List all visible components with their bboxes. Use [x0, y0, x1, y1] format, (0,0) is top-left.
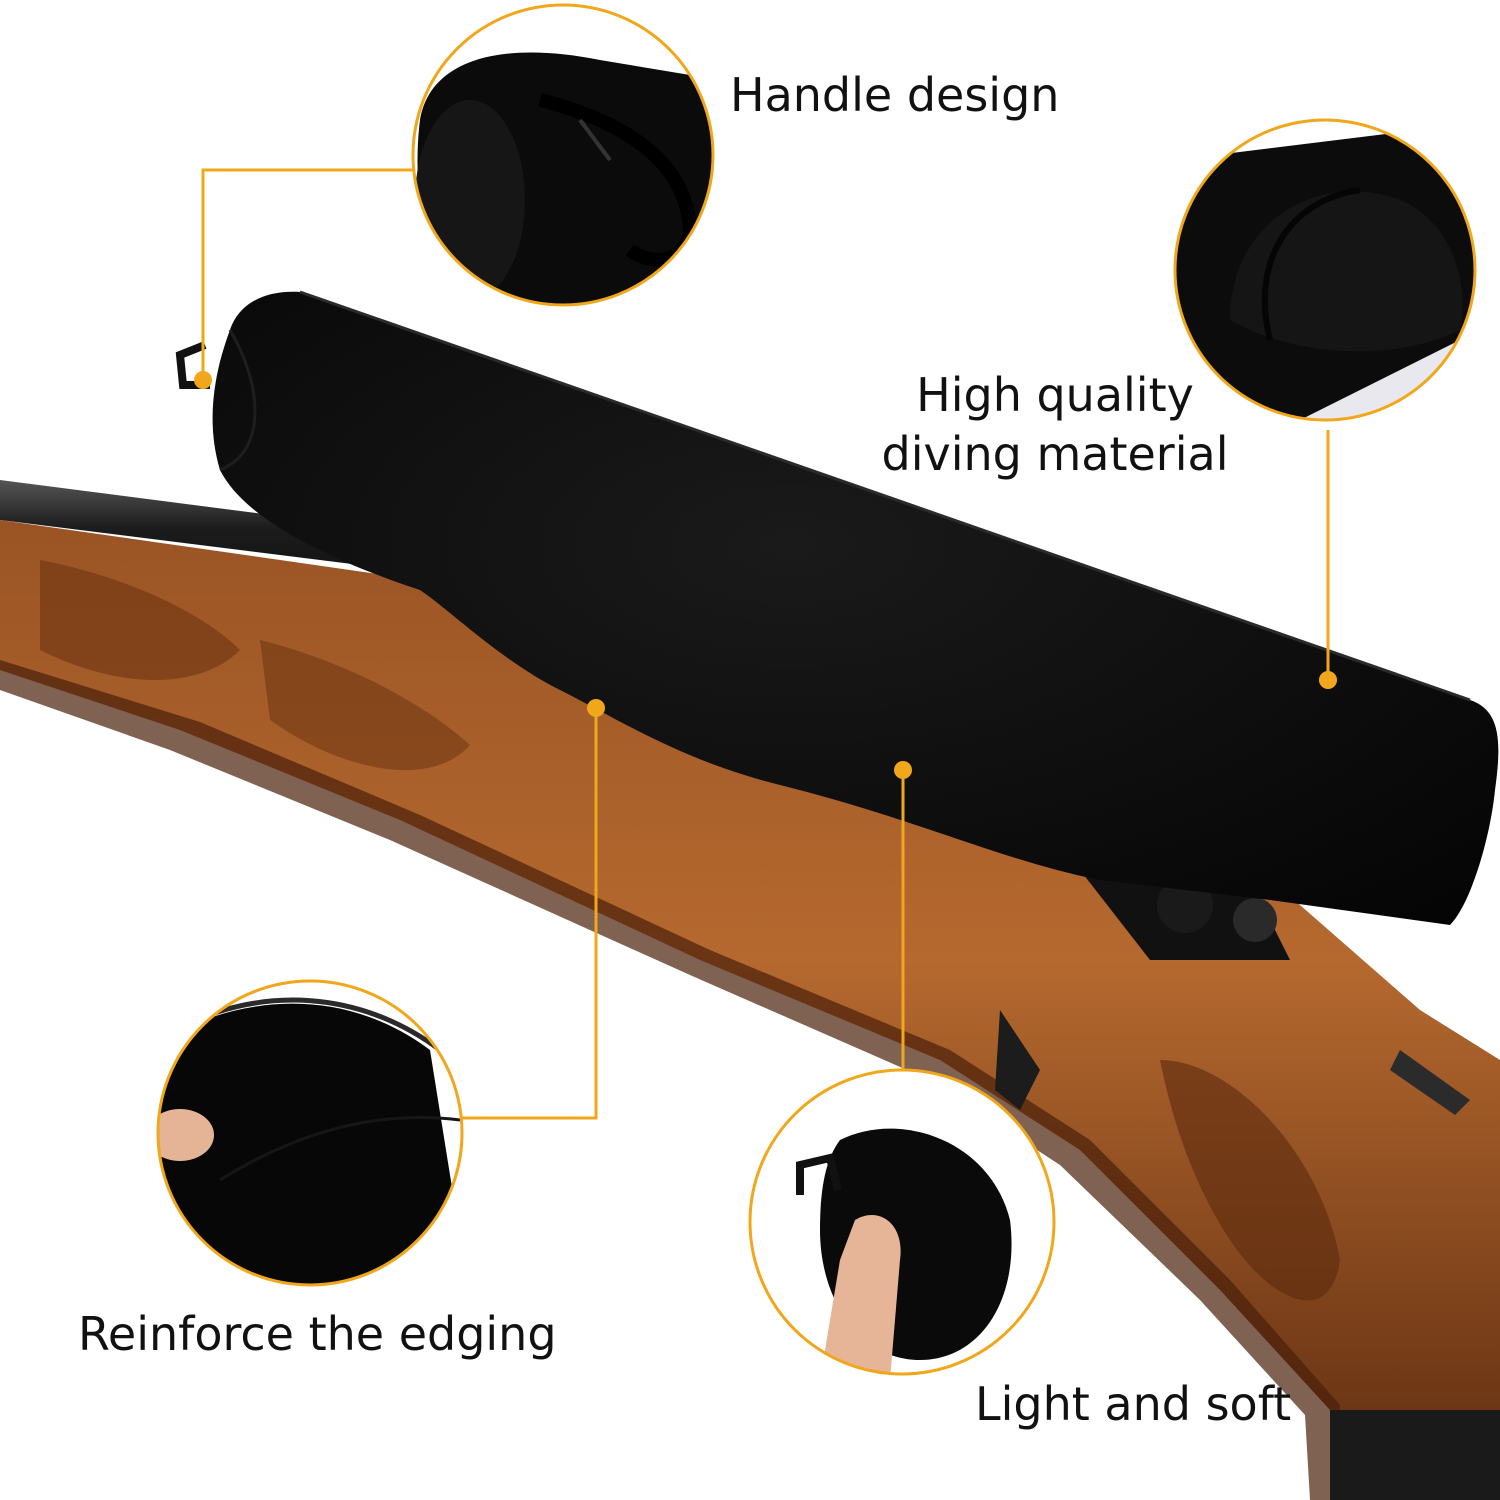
- detail-circle-edging: [156, 979, 464, 1287]
- detail-circle-material: [1173, 118, 1477, 422]
- callout-material-line2: diving material: [881, 427, 1229, 481]
- forend-carving: [40, 560, 240, 680]
- scope-cover: [175, 290, 1499, 925]
- finger: [158, 1109, 214, 1161]
- trigger-guard: [995, 1010, 1040, 1110]
- callout-reinforce-edging: Reinforce the edging: [78, 1307, 557, 1361]
- detail-circle-soft: [748, 1068, 1056, 1376]
- callout-light-soft: Light and soft: [975, 1377, 1292, 1431]
- callout-lines: [201, 168, 1330, 1120]
- callout-material-line1: High quality: [916, 368, 1194, 422]
- thumb: [820, 1215, 901, 1374]
- detail-circle-handle: [411, 3, 715, 307]
- callout-dots: [194, 371, 1337, 779]
- callout-handle-design: Handle design: [730, 68, 1060, 122]
